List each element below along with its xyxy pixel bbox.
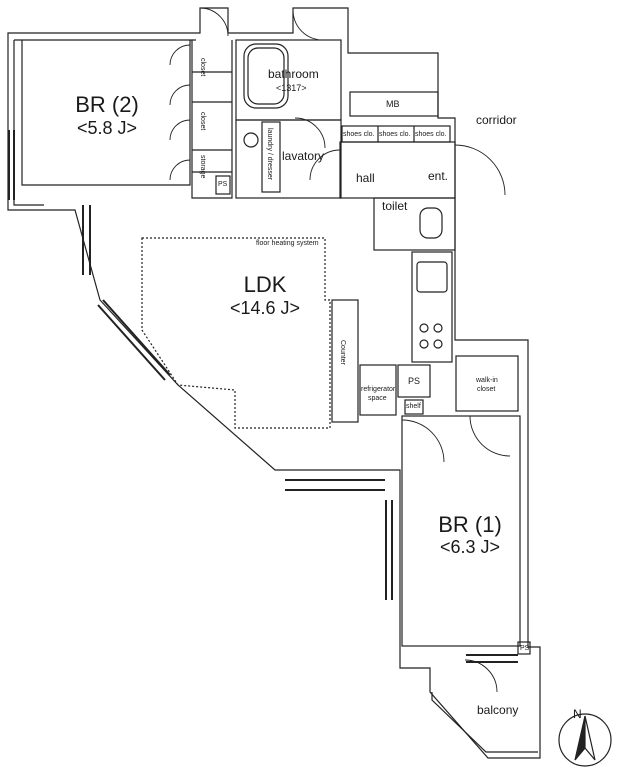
- toilet-label: toilet: [382, 199, 408, 213]
- outer-wall-inner: [13, 39, 196, 206]
- kitchen-counter: [411, 251, 453, 363]
- bathtub-inner: [247, 47, 285, 105]
- ps-kitchen: [397, 364, 431, 398]
- laundry: [261, 121, 281, 193]
- storage-label: storage: [199, 155, 206, 179]
- bathtub: [243, 43, 289, 109]
- room-area-br1: <6.3 J>: [439, 537, 501, 557]
- shelf-label: shelf: [406, 403, 421, 410]
- ps-br1: [517, 641, 531, 655]
- sink: [243, 132, 259, 148]
- room-name-br1: BR (1): [438, 512, 502, 537]
- shoes-closet-1: shoes clo.: [343, 131, 375, 138]
- balcony-label: balcony: [477, 703, 519, 717]
- closet-label-2: closet: [199, 112, 206, 131]
- closet-column: [191, 40, 233, 199]
- corridor-label: corridor: [476, 113, 517, 127]
- refrigerator-space: [359, 364, 397, 416]
- mb-label: MB: [386, 99, 400, 109]
- toilet-wall: [373, 197, 456, 251]
- br1-wall: [401, 415, 521, 647]
- floor-heating-label: floor heating system: [256, 240, 319, 247]
- mb-box: [349, 91, 439, 117]
- door-arc: [199, 7, 511, 693]
- room-name-ldk: LDK: [243, 272, 287, 297]
- walkin-closet: [455, 355, 519, 412]
- bathroom-size: <1317>: [276, 83, 307, 93]
- room-area-br2: <5.8 J>: [76, 118, 138, 138]
- closet-door: [169, 44, 191, 181]
- entrance-label: ent.: [428, 169, 449, 183]
- ps-label-2: PS: [408, 376, 421, 386]
- bathroom-label: bathroom: [268, 67, 319, 81]
- br2-wall: [21, 40, 191, 186]
- counter-label: Counter: [339, 340, 346, 365]
- kitchen-sink: [416, 261, 448, 293]
- toilet-bowl: [419, 207, 443, 239]
- lavatory-label: lavatory: [282, 149, 325, 163]
- balcony-rail: [431, 692, 538, 753]
- north-compass-icon: [558, 713, 612, 767]
- shoes-closet-3: shoes clo.: [415, 131, 447, 138]
- room-name-br2: BR (2): [75, 92, 139, 117]
- shelf: [404, 399, 424, 415]
- closet-label-1: closet: [199, 58, 206, 77]
- refrigerator-label-2: space: [368, 395, 387, 402]
- ps-label-3: PS: [520, 645, 530, 652]
- ps-box: [215, 175, 231, 195]
- refrigerator-label-1: refrigerator: [361, 386, 396, 393]
- lavatory-wall: [235, 119, 342, 199]
- laundry-dresser-label: laundry / dresser: [266, 128, 273, 181]
- floor-heating: [141, 237, 331, 429]
- counter: [331, 299, 359, 423]
- room-area-ldk: <14.6 J>: [229, 298, 301, 318]
- walkin-label-2: closet: [477, 386, 496, 393]
- hall-label: hall: [356, 171, 375, 185]
- window: [8, 130, 518, 663]
- shoes-closet-2: shoes clo.: [379, 131, 411, 138]
- walkin-label-1: walk-in: [476, 377, 498, 384]
- ps-label-1: PS: [218, 181, 228, 188]
- north-label: N: [573, 707, 582, 721]
